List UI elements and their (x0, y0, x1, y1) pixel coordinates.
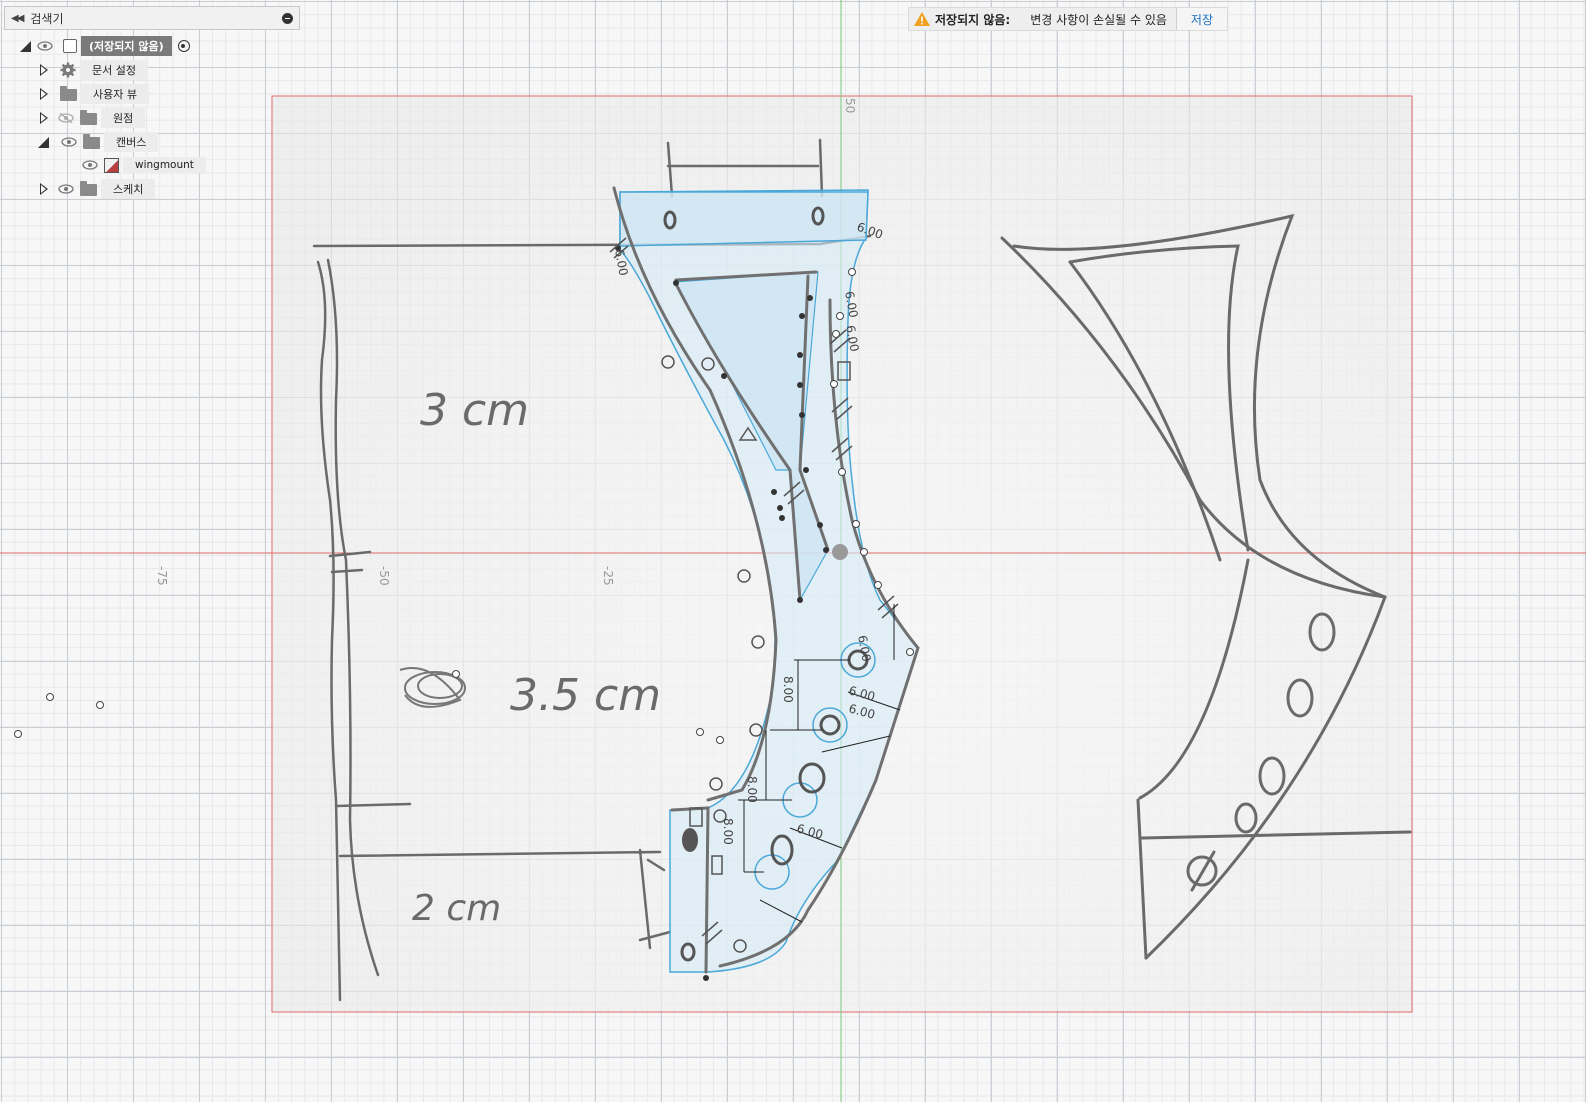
note-35cm: 3.5 cm (510, 670, 661, 721)
tree-label: 사용자 뷰 (81, 84, 149, 104)
svg-text:6.00: 6.00 (847, 701, 876, 721)
tree-item-origin[interactable]: 원점 (40, 108, 146, 128)
folder-icon (80, 110, 97, 125)
svg-text:6.00: 6.00 (842, 290, 860, 319)
svg-text:6.00: 6.00 (843, 324, 861, 353)
svg-text:8.00: 8.00 (745, 776, 759, 803)
component-icon (63, 39, 77, 53)
tree-label: 캔버스 (104, 132, 159, 152)
tree-item-wingmount[interactable]: wingmount (76, 155, 206, 175)
tree-root[interactable]: (저장되지 않음) (20, 36, 190, 56)
note-2cm: 2 cm (412, 888, 501, 929)
expand-right-icon[interactable] (40, 64, 48, 76)
eye-icon[interactable] (58, 184, 74, 194)
tree-label: wingmount (123, 157, 206, 173)
constraint-glyphs (609, 237, 899, 953)
tree-label: 스케치 (101, 179, 156, 199)
pencil-sketch-right (1000, 213, 1412, 960)
eye-icon[interactable] (61, 137, 77, 147)
sketch-holes[interactable] (663, 206, 876, 962)
pencil-part-outline (612, 186, 920, 974)
axis-label-50: 50 (843, 98, 857, 113)
expand-down-icon[interactable] (20, 40, 31, 52)
folder-icon (60, 86, 77, 101)
tree-item-canvases[interactable]: 캔버스 (38, 132, 159, 152)
svg-text:6.00: 6.00 (795, 821, 824, 841)
panel-options-icon[interactable] (282, 12, 293, 24)
svg-text:8.00: 8.00 (721, 818, 735, 845)
axis-label-neg50: -50 (377, 566, 391, 586)
svg-text:6.00: 6.00 (612, 248, 630, 277)
eye-icon[interactable] (82, 160, 98, 170)
image-canvas-icon (104, 157, 119, 173)
expand-right-icon[interactable] (40, 112, 48, 124)
unsaved-title: 저장되지 않음: (935, 12, 1011, 27)
expand-right-icon[interactable] (40, 88, 48, 100)
svg-text:6.00: 6.00 (847, 683, 876, 703)
dimension-values: 6.00 6.00 6.00 6.00 6.00 8.00 8.00 8.00 … (612, 220, 885, 845)
save-link[interactable]: 저장 (1175, 8, 1227, 30)
warning-icon (914, 12, 930, 26)
unsaved-message: 변경 사항이 손실될 수 있음 (1030, 12, 1167, 27)
tree-label: 문서 설정 (80, 60, 148, 80)
tree-item-sketches[interactable]: 스케치 (40, 179, 156, 199)
collapse-panel-icon[interactable]: ◀◀ (11, 12, 24, 24)
sketch-points[interactable] (14, 245, 914, 981)
scribble-mark (399, 667, 466, 708)
folder-icon (80, 181, 97, 196)
tree-label: 원점 (101, 108, 146, 128)
dimension-lines (738, 604, 901, 923)
svg-text:6.00: 6.00 (855, 634, 873, 663)
unsaved-notification: 저장되지 않음: 변경 사항이 손실될 수 있음 저장 (908, 7, 1228, 31)
svg-text:8.00: 8.00 (781, 676, 795, 703)
eye-hidden-icon[interactable] (58, 113, 74, 123)
root-component-label[interactable]: (저장되지 않음) (81, 36, 172, 56)
folder-icon (83, 134, 100, 149)
note-3cm: 3 cm (420, 385, 529, 436)
tree-item-named-views[interactable]: 사용자 뷰 (40, 84, 149, 104)
expand-down-icon[interactable] (38, 136, 49, 148)
browser-title: 검색기 (30, 11, 64, 26)
axis-label-neg25: -25 (601, 566, 615, 586)
activate-component-icon[interactable] (177, 40, 190, 52)
gear-icon (60, 62, 76, 78)
tree-item-document-settings[interactable]: 문서 설정 (40, 60, 148, 80)
browser-header[interactable]: ◀◀ 검색기 (4, 6, 300, 30)
axis-label-neg75: -75 (155, 566, 169, 586)
expand-right-icon[interactable] (40, 183, 48, 195)
eye-icon[interactable] (37, 41, 53, 51)
